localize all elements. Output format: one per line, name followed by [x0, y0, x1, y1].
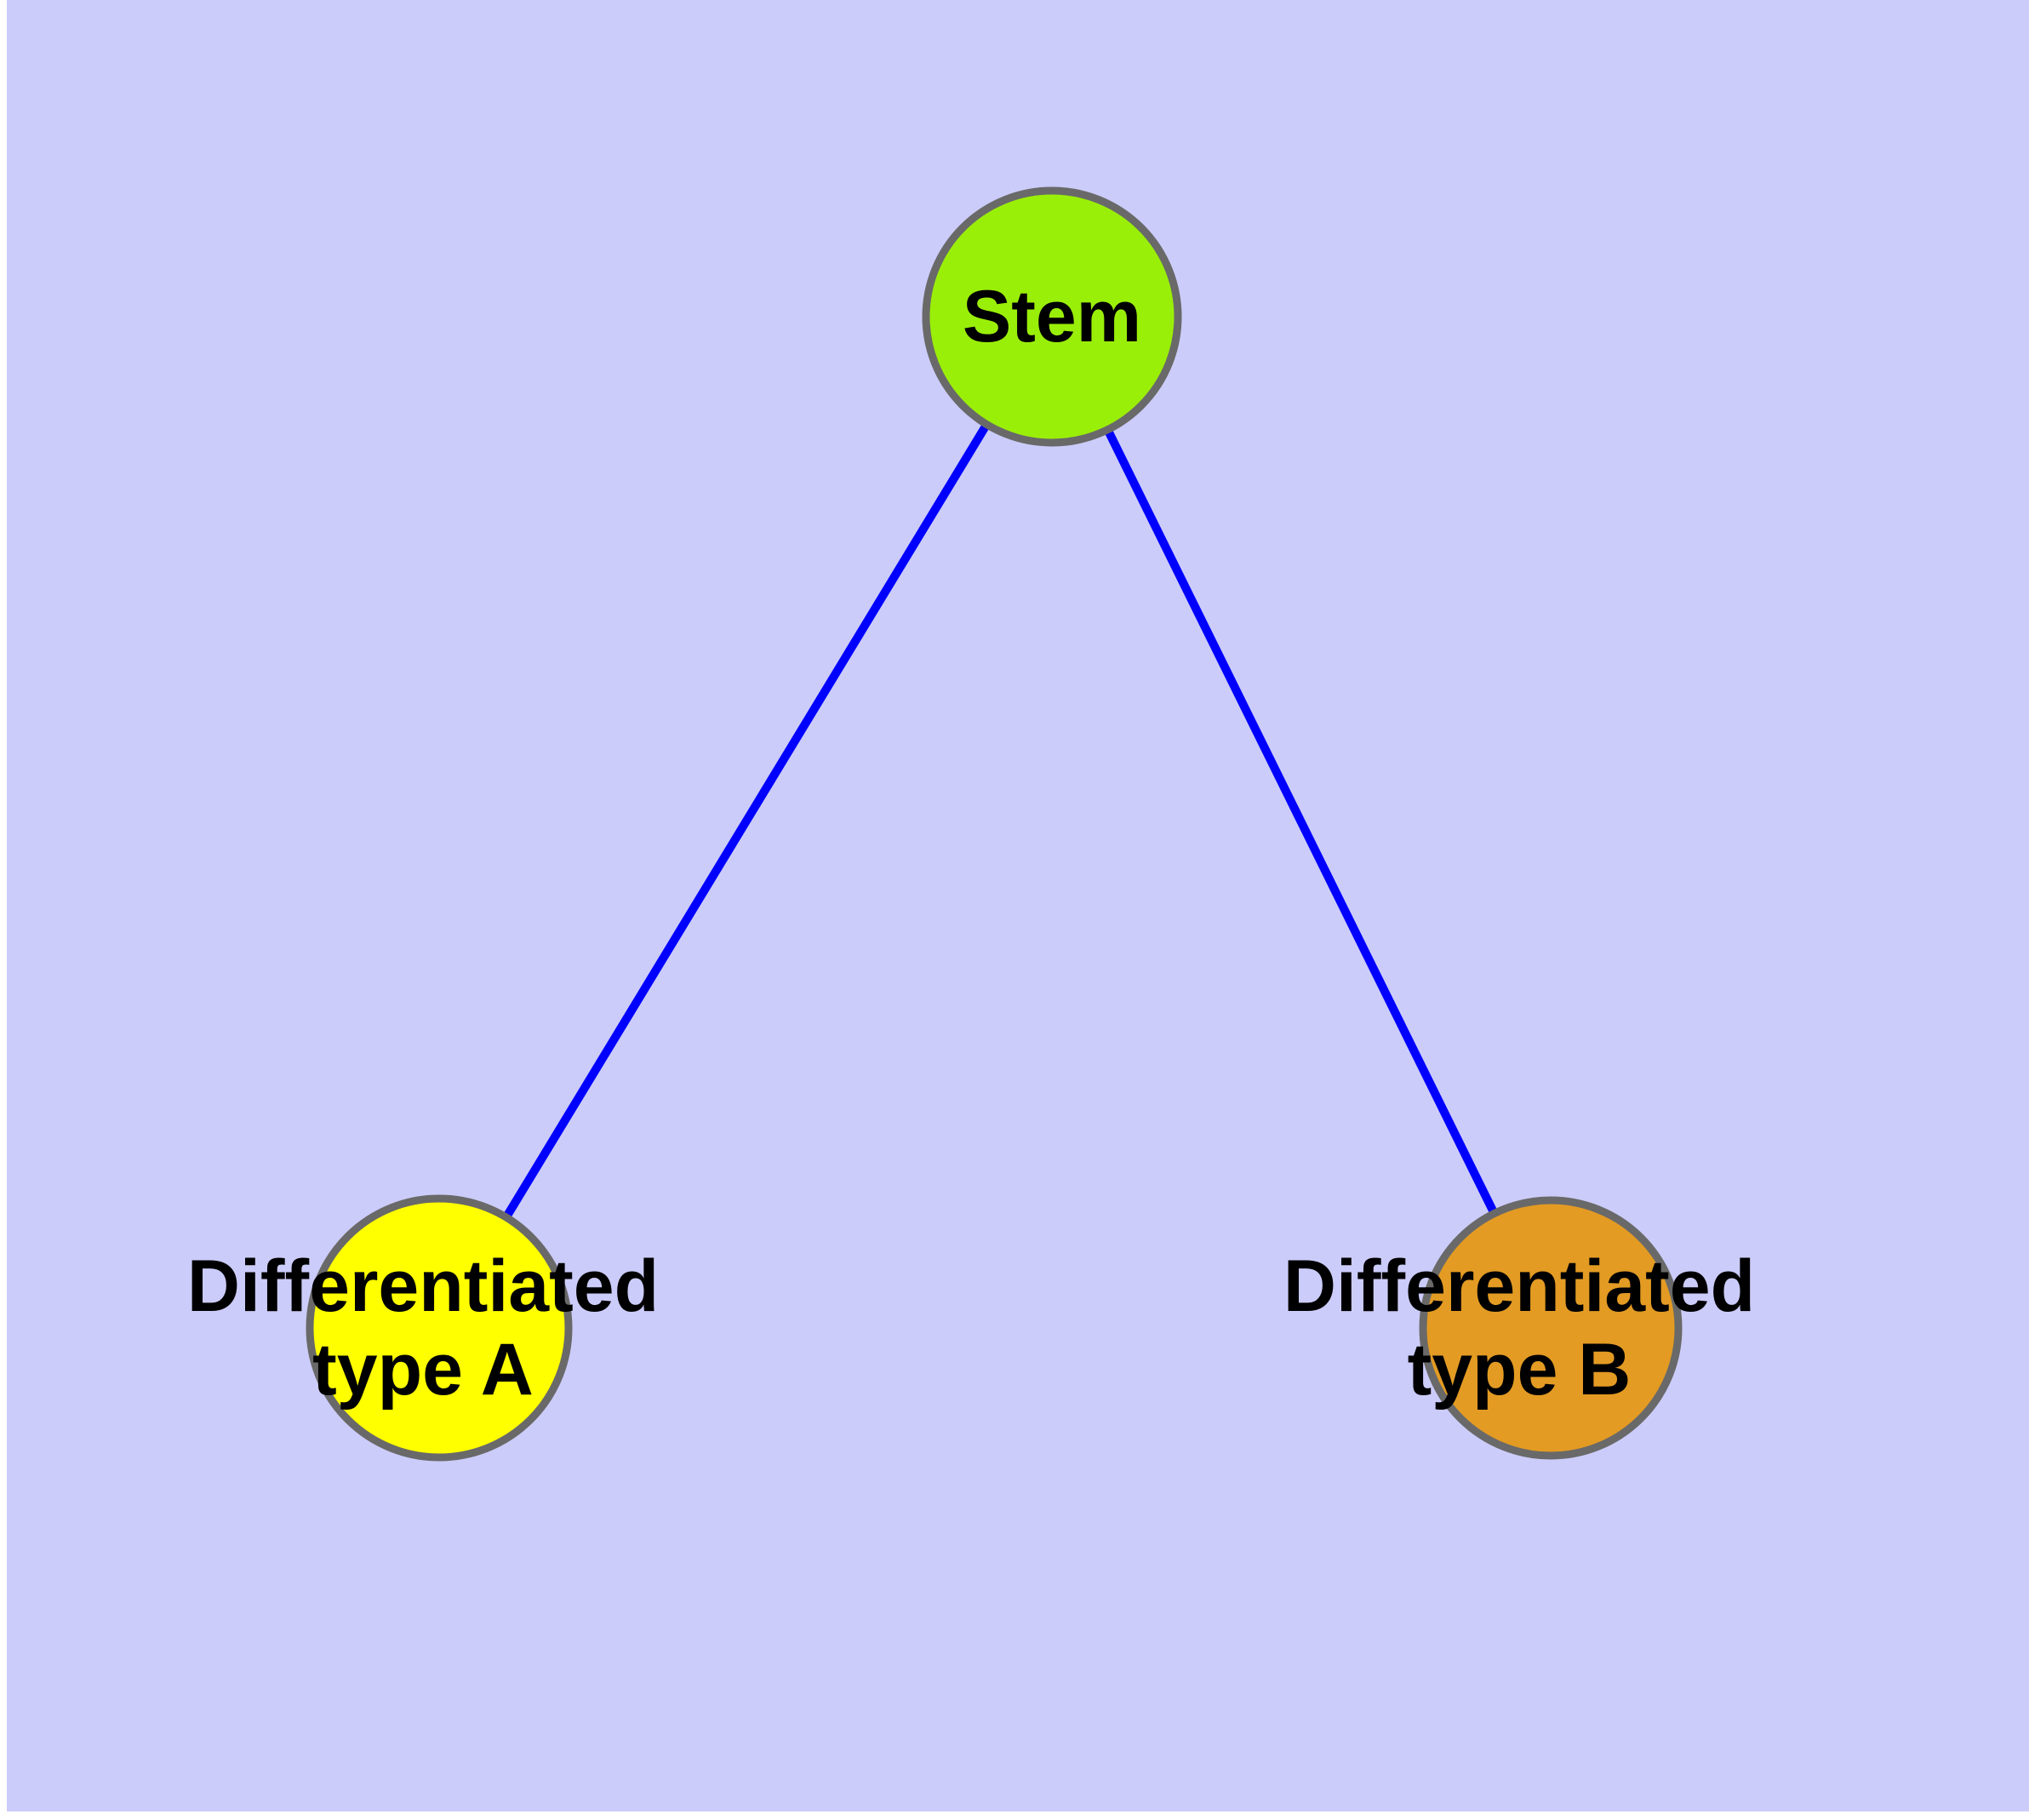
node-diff_b[interactable]	[1419, 1196, 1683, 1460]
node-diff_a[interactable]	[306, 1194, 573, 1462]
edge-stem-diff-a	[502, 421, 991, 1220]
node-stem[interactable]	[922, 186, 1182, 447]
node-label-line: Differentiated	[187, 1245, 659, 1327]
node-label-line: Differentiated	[1283, 1245, 1755, 1327]
node-label-line: type B	[1408, 1329, 1632, 1411]
edge-stem-diff-b	[1103, 427, 1499, 1216]
node-label-line: type A	[312, 1329, 534, 1411]
edges-layer	[502, 421, 1499, 1220]
node-label-stem: Stem	[963, 276, 1141, 358]
nodes-layer	[306, 186, 1683, 1462]
node-label-line: Stem	[963, 276, 1141, 358]
